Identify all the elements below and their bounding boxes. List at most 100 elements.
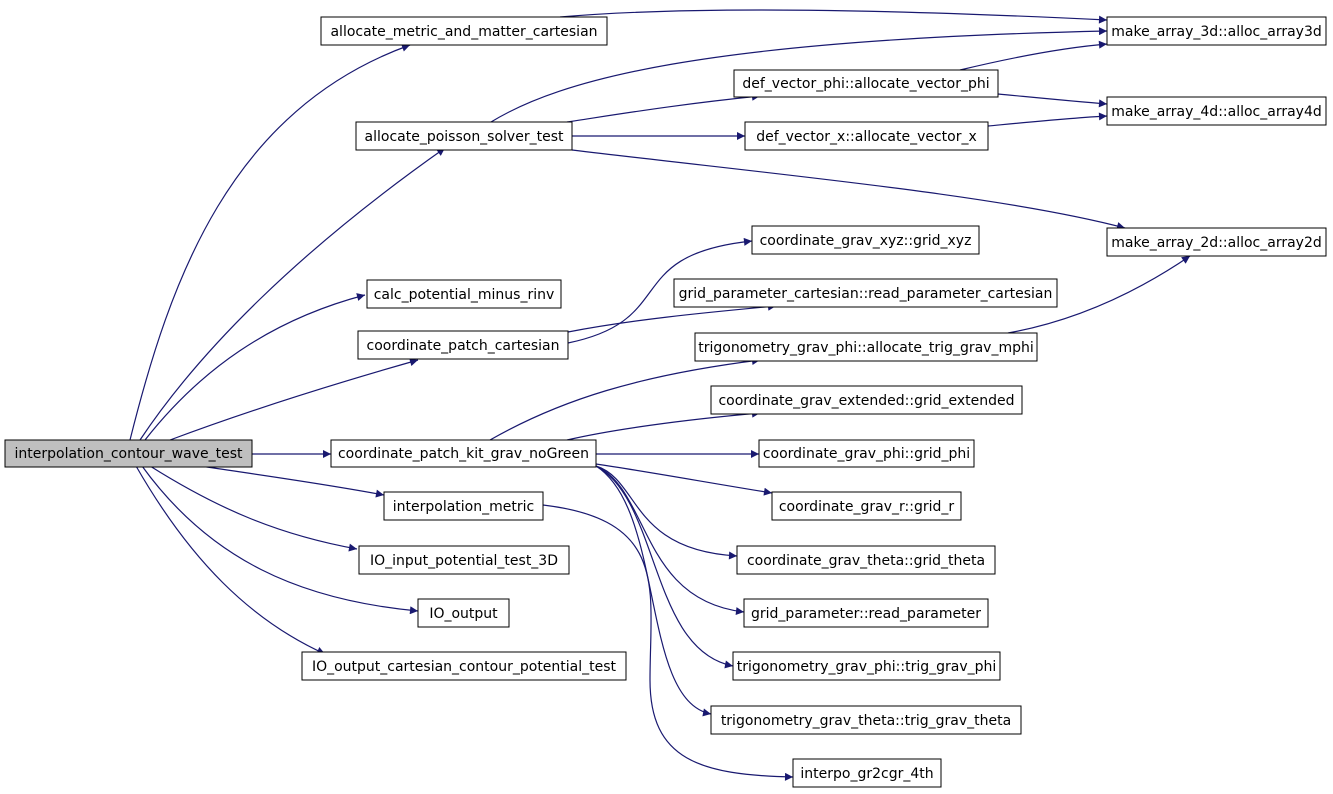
node-label: interpolation_contour_wave_test xyxy=(15,446,244,462)
node-box xyxy=(366,279,562,309)
node-interpo-gr2cgr-4th[interactable]: interpo_gr2cgr_4th xyxy=(792,758,942,788)
node-allocate-poisson-solver-test[interactable]: allocate_poisson_solver_test xyxy=(355,121,573,151)
node-label: calc_potential_minus_rinv xyxy=(374,287,555,303)
node-label: trigonometry_grav_phi::trig_grav_phi xyxy=(737,659,997,675)
edge-coordinate-patch-cartesian-to-grid-xyz xyxy=(567,237,753,344)
node-label: IO_input_potential_test_3D xyxy=(370,553,558,569)
node-box xyxy=(743,598,989,628)
node-def-vector-x-allocate-vector-x[interactable]: def_vector_x::allocate_vector_x xyxy=(744,121,989,151)
edge-coordinate-patch-kit-to-allocate-trig-grav-mphi xyxy=(489,357,761,441)
node-coordinate-grav-r-grid-r[interactable]: coordinate_grav_r::grid_r xyxy=(771,491,962,521)
edge-allocate-poisson-to-def-vector-phi xyxy=(566,92,761,123)
edge-root-to-interpolation-metric xyxy=(199,465,385,498)
edge-coordinate-patch-cartesian-to-grid-parameter-cartesian xyxy=(567,302,777,333)
edge-coordinate-patch-kit-to-trig-grav-theta xyxy=(595,465,712,717)
node-box xyxy=(1106,16,1327,46)
node-trigonometry-grav-phi-allocate-trig-grav-mphi[interactable]: trigonometry_grav_phi::allocate_trig_gra… xyxy=(694,332,1038,362)
node-grid-parameter-cartesian-read-parameter-cartesian[interactable]: grid_parameter_cartesian::read_parameter… xyxy=(673,278,1058,308)
node-box xyxy=(330,439,597,468)
node-label: make_array_3d::alloc_array3d xyxy=(1111,24,1322,40)
edge-root-to-io-input xyxy=(149,465,358,552)
node-coordinate-grav-theta-grid-theta[interactable]: coordinate_grav_theta::grid_theta xyxy=(736,545,996,575)
node-label: coordinate_grav_extended::grid_extended xyxy=(718,393,1014,409)
node-box xyxy=(355,121,573,151)
edge-allocate-trig-grav-mphi-to-make-array-2d xyxy=(1007,255,1191,334)
edge-root-to-allocate-metric xyxy=(129,43,411,441)
node-def-vector-phi-allocate-vector-phi[interactable]: def_vector_phi::allocate_vector_phi xyxy=(733,69,999,98)
node-box xyxy=(673,278,1058,308)
node-box xyxy=(751,225,980,255)
node-box xyxy=(694,332,1038,362)
node-label: coordinate_grav_xyz::grid_xyz xyxy=(760,233,972,249)
node-coordinate-grav-phi-grid-phi[interactable]: coordinate_grav_phi::grid_phi xyxy=(758,439,975,468)
edge-interpolation-metric-to-interpo-gr2cgr xyxy=(542,504,794,781)
edge-allocate-poisson-to-make-array-3d xyxy=(490,27,1108,123)
edge-coordinate-patch-kit-to-grid-r xyxy=(595,463,773,496)
node-calc-potential-minus-rinv[interactable]: calc_potential_minus_rinv xyxy=(366,279,562,309)
node-io-input-potential-test-3d[interactable]: IO_input_potential_test_3D xyxy=(358,545,570,575)
node-box xyxy=(383,491,544,521)
node-grid-parameter-read-parameter[interactable]: grid_parameter::read_parameter xyxy=(743,598,989,628)
node-coordinate-patch-cartesian[interactable]: coordinate_patch_cartesian xyxy=(357,330,569,360)
node-layer: interpolation_contour_wave_test allocate… xyxy=(4,16,1327,788)
node-interpolation-contour-wave-test[interactable]: interpolation_contour_wave_test xyxy=(4,439,253,468)
node-trigonometry-grav-theta-trig-grav-theta[interactable]: trigonometry_grav_theta::trig_grav_theta xyxy=(710,705,1022,735)
edge-root-to-io-output xyxy=(141,465,419,615)
edge-coordinate-patch-kit-to-read-parameter xyxy=(595,465,745,616)
node-io-output-cartesian-contour-potential-test[interactable]: IO_output_cartesian_contour_potential_te… xyxy=(301,651,627,681)
node-label: trigonometry_grav_phi::allocate_trig_gra… xyxy=(698,340,1034,356)
node-label: def_vector_phi::allocate_vector_phi xyxy=(742,76,989,92)
node-label: coordinate_patch_cartesian xyxy=(367,338,560,354)
node-label: coordinate_patch_kit_grav_noGreen xyxy=(338,446,589,462)
node-io-output[interactable]: IO_output xyxy=(417,598,510,628)
node-box xyxy=(358,545,570,575)
node-coordinate-grav-xyz-grid-xyz[interactable]: coordinate_grav_xyz::grid_xyz xyxy=(751,225,980,255)
node-coordinate-grav-extended-grid-extended[interactable]: coordinate_grav_extended::grid_extended xyxy=(710,385,1023,415)
edge-allocate-metric-to-make-array-3d xyxy=(559,9,1108,24)
edge-root-to-io-output-cartesian xyxy=(135,465,326,655)
node-label: allocate_poisson_solver_test xyxy=(365,129,564,145)
node-label: IO_output_cartesian_contour_potential_te… xyxy=(312,659,617,675)
edge-def-vector-phi-to-make-array-4d xyxy=(997,93,1108,108)
node-box xyxy=(792,758,942,788)
node-box xyxy=(1106,227,1327,257)
node-allocate-metric-and-matter-cartesian[interactable]: allocate_metric_and_matter_cartesian xyxy=(320,16,608,46)
node-make-array-3d-alloc-array3d[interactable]: make_array_3d::alloc_array3d xyxy=(1106,16,1327,46)
edge-coordinate-patch-kit-to-trig-grav-phi xyxy=(595,465,734,669)
node-label: allocate_metric_and_matter_cartesian xyxy=(330,24,597,40)
edge-root-to-allocate-poisson xyxy=(139,147,446,441)
node-box xyxy=(736,545,996,575)
edge-def-vector-x-to-make-array-4d xyxy=(987,112,1108,127)
node-label: def_vector_x::allocate_vector_x xyxy=(756,129,977,145)
node-box xyxy=(417,598,510,628)
node-make-array-4d-alloc-array4d[interactable]: make_array_4d::alloc_array4d xyxy=(1106,96,1327,126)
node-interpolation-metric[interactable]: interpolation_metric xyxy=(383,491,544,521)
node-label: grid_parameter::read_parameter xyxy=(751,606,981,622)
node-label: coordinate_grav_r::grid_r xyxy=(779,499,955,515)
node-box xyxy=(710,705,1022,735)
node-trigonometry-grav-phi-trig-grav-phi[interactable]: trigonometry_grav_phi::trig_grav_phi xyxy=(732,651,1001,681)
node-box xyxy=(357,330,569,360)
node-box xyxy=(758,439,975,468)
node-box xyxy=(733,69,999,98)
edge-coordinate-patch-kit-to-grid-extended xyxy=(566,409,761,441)
node-box xyxy=(732,651,1001,681)
edge-layer xyxy=(129,9,1191,781)
node-box xyxy=(4,439,253,468)
node-label: trigonometry_grav_theta::trig_grav_theta xyxy=(721,713,1011,729)
node-box xyxy=(744,121,989,151)
edge-allocate-poisson-to-make-array-2d xyxy=(571,149,1126,230)
node-label: coordinate_grav_phi::grid_phi xyxy=(763,446,970,462)
node-label: make_array_4d::alloc_array4d xyxy=(1111,104,1322,120)
node-box xyxy=(301,651,627,681)
node-label: interpolation_metric xyxy=(393,499,534,515)
node-make-array-2d-alloc-array2d[interactable]: make_array_2d::alloc_array2d xyxy=(1106,227,1327,257)
node-box xyxy=(1106,96,1327,126)
node-box xyxy=(710,385,1023,415)
node-label: coordinate_grav_theta::grid_theta xyxy=(747,553,985,569)
node-box xyxy=(771,491,962,521)
node-label: interpo_gr2cgr_4th xyxy=(800,766,933,782)
node-label: grid_parameter_cartesian::read_parameter… xyxy=(679,286,1053,302)
node-coordinate-patch-kit-grav-nogreen[interactable]: coordinate_patch_kit_grav_noGreen xyxy=(330,439,597,468)
